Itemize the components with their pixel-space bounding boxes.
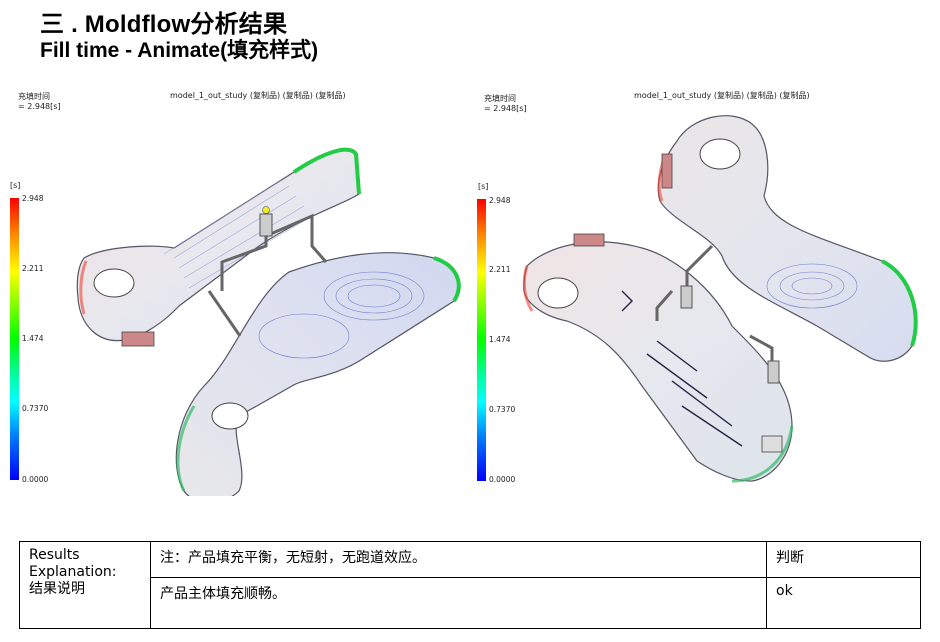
legend-tick: 2.948 — [489, 196, 511, 205]
result-label: 充填时间 — [18, 92, 50, 101]
result-readout: 充填时间 = 2.948[s] — [18, 92, 61, 112]
legend-tick: 1.474 — [489, 335, 511, 344]
study-name: model_1_out_study (复制品) (复制品) (复制品) — [170, 91, 346, 100]
legend-unit: [s] — [10, 181, 21, 190]
results-table: Results Explanation: 结果说明 注：产品填充平衡，无短射，无… — [19, 541, 921, 629]
study-name: model_1_out_study (复制品) (复制品) (复制品) — [634, 91, 810, 100]
legend-tick: 0.0000 — [489, 475, 516, 484]
result-label: 充填时间 — [484, 94, 516, 103]
result-value: = 2.948[s] — [484, 104, 527, 113]
explanation-note: 注：产品填充平衡，无短射，无跑道效应。 — [150, 541, 767, 578]
color-legend-bar — [477, 199, 486, 481]
fill-time-panel-right: 充填时间 = 2.948[s] model_1_out_study (复制品) … — [472, 86, 938, 496]
legend-tick: 2.211 — [22, 264, 44, 273]
judgement-value: ok — [766, 577, 921, 629]
label-line: Explanation: — [29, 564, 117, 580]
legend-tick: 0.7370 — [489, 405, 516, 414]
result-value: = 2.948[s] — [18, 102, 61, 111]
label-line: Results — [29, 547, 80, 563]
legend-tick: 1.474 — [22, 334, 44, 343]
legend-tick: 2.948 — [22, 194, 44, 203]
fill-time-model-image — [522, 115, 918, 483]
legend-tick: 0.7370 — [22, 404, 49, 413]
label-line: 结果说明 — [29, 581, 85, 597]
page-subtitle: Fill time - Animate(填充样式) — [40, 39, 319, 62]
legend-tick: 0.0000 — [22, 475, 49, 484]
section-title: 三 . Moldflow分析结果 — [40, 11, 288, 38]
result-readout: 充填时间 = 2.948[s] — [484, 94, 527, 114]
explanation-detail: 产品主体填充顺畅。 — [150, 577, 767, 629]
legend-unit: [s] — [478, 182, 489, 191]
color-legend-bar — [10, 198, 19, 480]
fill-time-panel-left: 充填时间 = 2.948[s] model_1_out_study (复制品) … — [4, 86, 466, 496]
legend-tick: 2.211 — [489, 265, 511, 274]
fill-time-model-image — [76, 147, 461, 496]
judgement-header: 判断 — [766, 541, 921, 578]
results-label-cell: Results Explanation: 结果说明 — [19, 541, 151, 629]
